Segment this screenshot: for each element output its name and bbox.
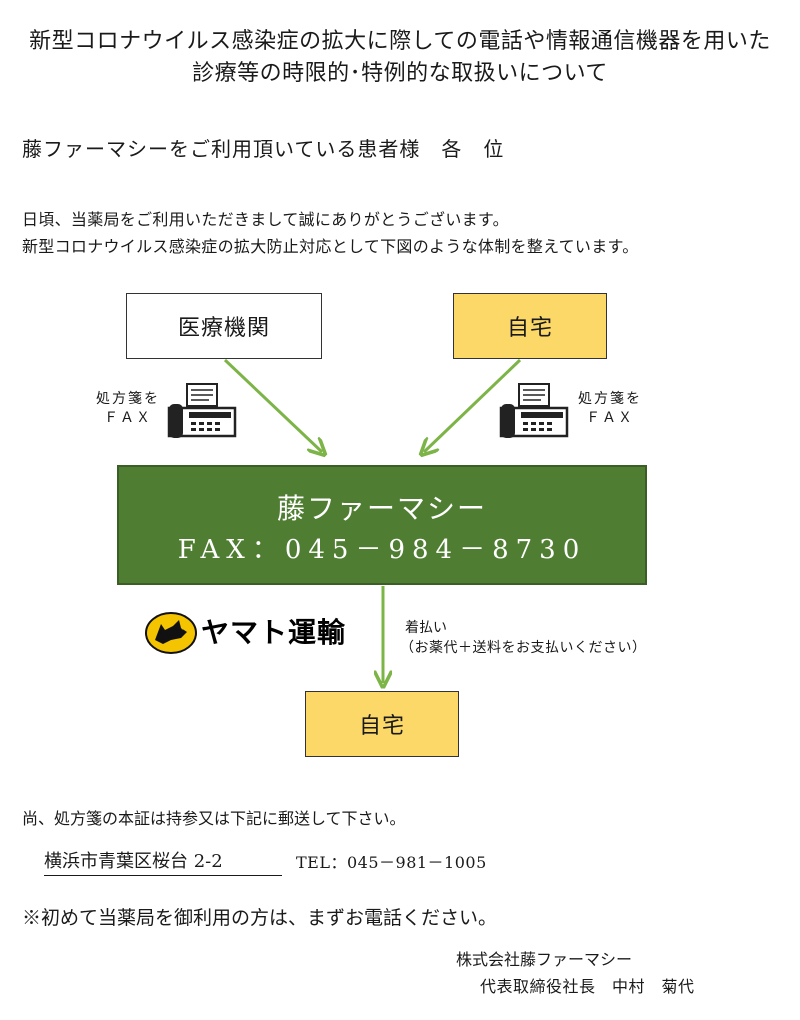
signer: 代表取締役社長 中村 菊代 bbox=[480, 977, 695, 996]
title-line-1: 新型コロナウイルス感染症の拡大に際しての電話や情報通信機器を用いた bbox=[29, 29, 771, 54]
home-label-bottom: 自宅 bbox=[358, 714, 405, 739]
arrow-home-to-pharmacy bbox=[424, 358, 522, 452]
intro-line-2: 新型コロナウイルス感染症の拡大防止対応として下図のような体制を整えています。 bbox=[22, 237, 639, 256]
home-box-bottom: 自宅 bbox=[305, 691, 459, 757]
yamato-logo: ヤマト運輸 bbox=[145, 610, 377, 656]
intro-line-1: 日頃、当薬局をご利用いただきまして誠にありがとうございます。 bbox=[22, 210, 509, 229]
fax-label-right-line-2: ＦＡＸ bbox=[586, 410, 634, 426]
clinic-label: 医療機関 bbox=[177, 316, 270, 341]
pharmacy-fax: FAX：045－984－8730 bbox=[177, 535, 587, 565]
addressee: 藤ファーマシーをご利用頂いている患者様 各 位 bbox=[22, 137, 505, 161]
arrow-clinic-to-pharmacy bbox=[223, 358, 322, 452]
cod-line-1: 着払い bbox=[405, 620, 447, 636]
black-cat-icon bbox=[145, 612, 197, 654]
fax-machine-icon bbox=[167, 383, 237, 438]
home-label-top: 自宅 bbox=[506, 316, 553, 341]
fax-machine-icon bbox=[499, 383, 569, 438]
fax-label-left-line-1: 処方箋を bbox=[96, 391, 160, 407]
cod-line-2: （お薬代＋送料をお支払いください） bbox=[400, 640, 647, 656]
courier-name: ヤマト運輸 bbox=[201, 616, 347, 649]
first-time-note: ※初めて当薬局を御利用の方は、まずお電話ください。 bbox=[22, 907, 498, 929]
pharmacy-tel: TEL：045－981－1005 bbox=[296, 853, 487, 872]
company-name: 株式会社藤ファーマシー bbox=[456, 950, 633, 969]
pharmacy-name: 藤ファーマシー bbox=[276, 492, 487, 525]
title-line-2: 診療等の時限的･特例的な取扱いについて bbox=[192, 61, 608, 86]
fax-label-right-line-1: 処方箋を bbox=[578, 391, 642, 407]
mail-note: 尚、処方箋の本証は持参又は下記に郵送して下さい。 bbox=[22, 809, 406, 828]
fax-label-left-line-2: ＦＡＸ bbox=[104, 410, 152, 426]
fax-label-right: 処方箋を ＦＡＸ bbox=[570, 390, 650, 428]
fax-label-left: 処方箋を ＦＡＸ bbox=[88, 390, 168, 428]
pharmacy-address: 横浜市青葉区桜台 2-2 bbox=[44, 847, 282, 876]
home-box-top: 自宅 bbox=[453, 293, 607, 359]
clinic-box: 医療機関 bbox=[126, 293, 322, 359]
pharmacy-box: 藤ファーマシー FAX：045－984－8730 bbox=[117, 465, 647, 585]
